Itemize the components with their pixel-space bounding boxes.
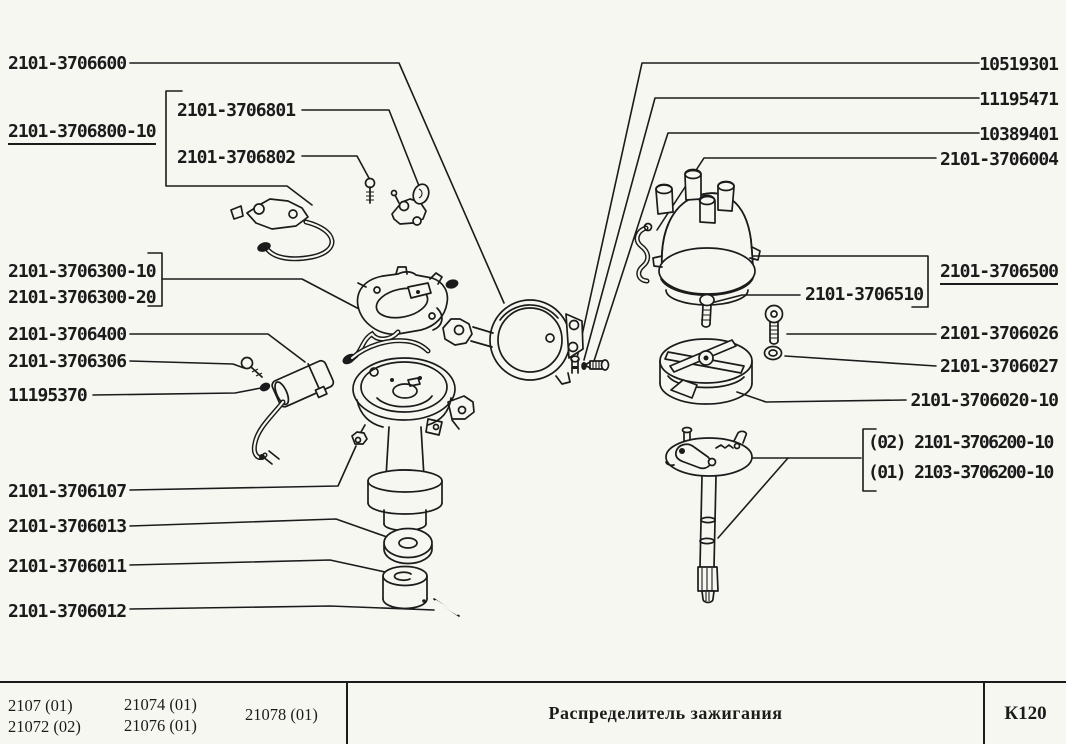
model-number: 21072 (02) <box>8 717 81 736</box>
breaker-plate-drawing <box>350 266 449 361</box>
distributor-cap-drawing <box>634 168 761 306</box>
shaft-assembly-drawing <box>665 426 753 604</box>
sheet-code: К120 <box>1004 702 1047 724</box>
part-number-callout: 2101-3706510 <box>805 284 924 305</box>
part-number-callout: 11195370 <box>8 385 88 406</box>
rotor-drawing <box>659 338 753 405</box>
part-number-callout: 2101-3706026 <box>939 323 1059 344</box>
contact-screw-drawing <box>364 177 376 204</box>
part-number-callout: 2101-3706004 <box>939 149 1059 170</box>
contact-set-drawing <box>230 198 335 262</box>
part-number-callout: (02) 2101-3706200-10 <box>868 432 1054 453</box>
applicable-models-cell: 2107 (01) 21072 (02) 21074 (01) 21076 (0… <box>0 683 348 744</box>
thrust-washer-drawing <box>383 527 433 565</box>
sheet-title: Распределитель зажигания <box>348 683 985 744</box>
part-number-callout: 2101-3706300-20 <box>8 287 157 308</box>
part-number-callout: 2101-3706027 <box>939 356 1059 377</box>
model-number: 2107 (01) <box>8 696 73 715</box>
cap-screw-drawing <box>699 293 715 328</box>
part-number-callout: 10389401 <box>979 124 1059 145</box>
model-number: 21074 (01) <box>124 695 197 714</box>
part-number-callout: 2101-3706107 <box>8 481 127 502</box>
part-number-callout: 2101-3706306 <box>8 351 127 372</box>
contact-lever-drawing <box>390 189 427 226</box>
condenser-drawing <box>251 359 335 465</box>
part-number-callout: 2101-3706400 <box>8 324 127 345</box>
part-number-callout: 2101-3706802 <box>177 147 296 168</box>
condenser-screw-drawing <box>240 356 271 392</box>
part-number-callout: 10519301 <box>979 54 1059 75</box>
leader-lines <box>92 62 980 611</box>
part-number-callout: 2101-3706600 <box>8 53 127 74</box>
model-number: 21076 (01) <box>124 716 197 735</box>
footer-table: 2107 (01) 21072 (02) 21074 (01) 21076 (0… <box>0 681 1066 744</box>
part-number-callout: 2101-3706300-10 <box>8 261 157 282</box>
part-number-callout: 2101-3706011 <box>8 556 127 577</box>
part-number-callout: (01) 2103-3706200-10 <box>868 462 1054 483</box>
model-number: 21078 (01) <box>245 705 318 724</box>
part-number-callout: 2101-3706012 <box>8 601 127 622</box>
part-number-callout: 2101-3706500 <box>939 262 1059 285</box>
drive-pin-drawing <box>433 598 460 617</box>
small-nut-drawing <box>445 279 459 289</box>
part-number-callout: 2101-3706013 <box>8 516 127 537</box>
part-number-callout: 2101-3706800-10 <box>8 122 157 145</box>
vacuum-advance-drawing <box>442 299 584 385</box>
part-number-callout: 11195471 <box>979 89 1059 110</box>
rotor-bolt-drawing <box>763 304 784 361</box>
mounting-screws-drawing <box>570 355 610 374</box>
part-number-callout: 2101-3706020-10 <box>910 390 1059 411</box>
oval-washer-drawing <box>412 183 430 205</box>
drive-collar-drawing <box>382 565 428 610</box>
part-number-callout: 2101-3706801 <box>177 100 296 121</box>
distributor-body-drawing <box>342 338 475 532</box>
